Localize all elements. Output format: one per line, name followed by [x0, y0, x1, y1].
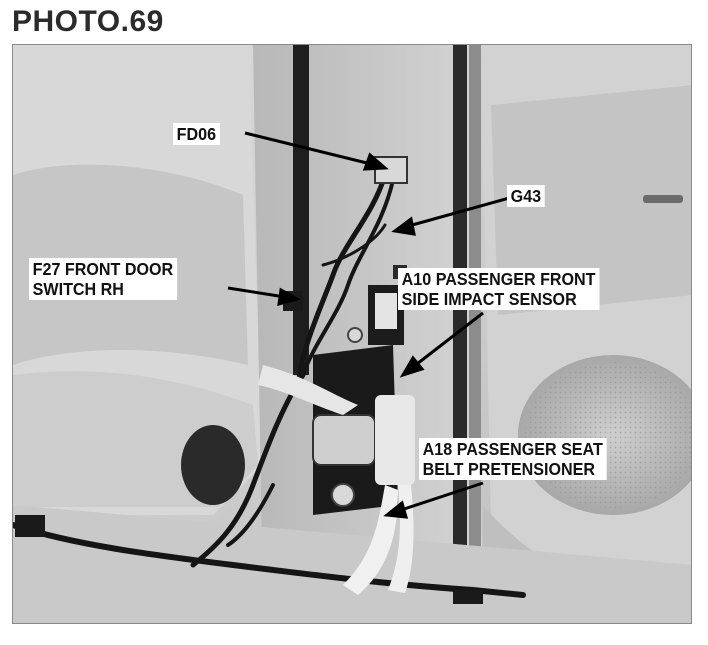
door-interior-illustration: [13, 45, 691, 623]
page-title: PHOTO.69: [12, 5, 164, 38]
callout-arrows: [227, 131, 514, 519]
callout-fd06: FD06: [173, 123, 220, 145]
callout-a18: A18 PASSENGER SEAT BELT PRETENSIONER: [419, 438, 607, 480]
callout-a18-line2: BELT PRETENSIONER: [422, 459, 596, 479]
callout-a10-line1: A10 PASSENGER FRONT: [401, 269, 596, 289]
door-wiring-photo: FD06 G43 F27 FRONT DOOR SWITCH RH A10 PA…: [12, 44, 692, 624]
callout-g43: G43: [507, 185, 545, 207]
wiring-harness: [13, 172, 526, 598]
callout-a18-line1: A18 PASSENGER SEAT: [422, 439, 603, 459]
callout-f27-line2: SWITCH RH: [32, 279, 124, 299]
callout-a10-line2: SIDE IMPACT SENSOR: [401, 289, 577, 309]
fd06-connector: [374, 156, 408, 184]
dark-opening: [181, 425, 245, 505]
belt-webbing: [258, 365, 358, 415]
callout-f27: F27 FRONT DOOR SWITCH RH: [29, 258, 177, 300]
callout-a10: A10 PASSENGER FRONT SIDE IMPACT SENSOR: [398, 268, 600, 310]
callout-f27-line1: F27 FRONT DOOR: [32, 259, 174, 279]
